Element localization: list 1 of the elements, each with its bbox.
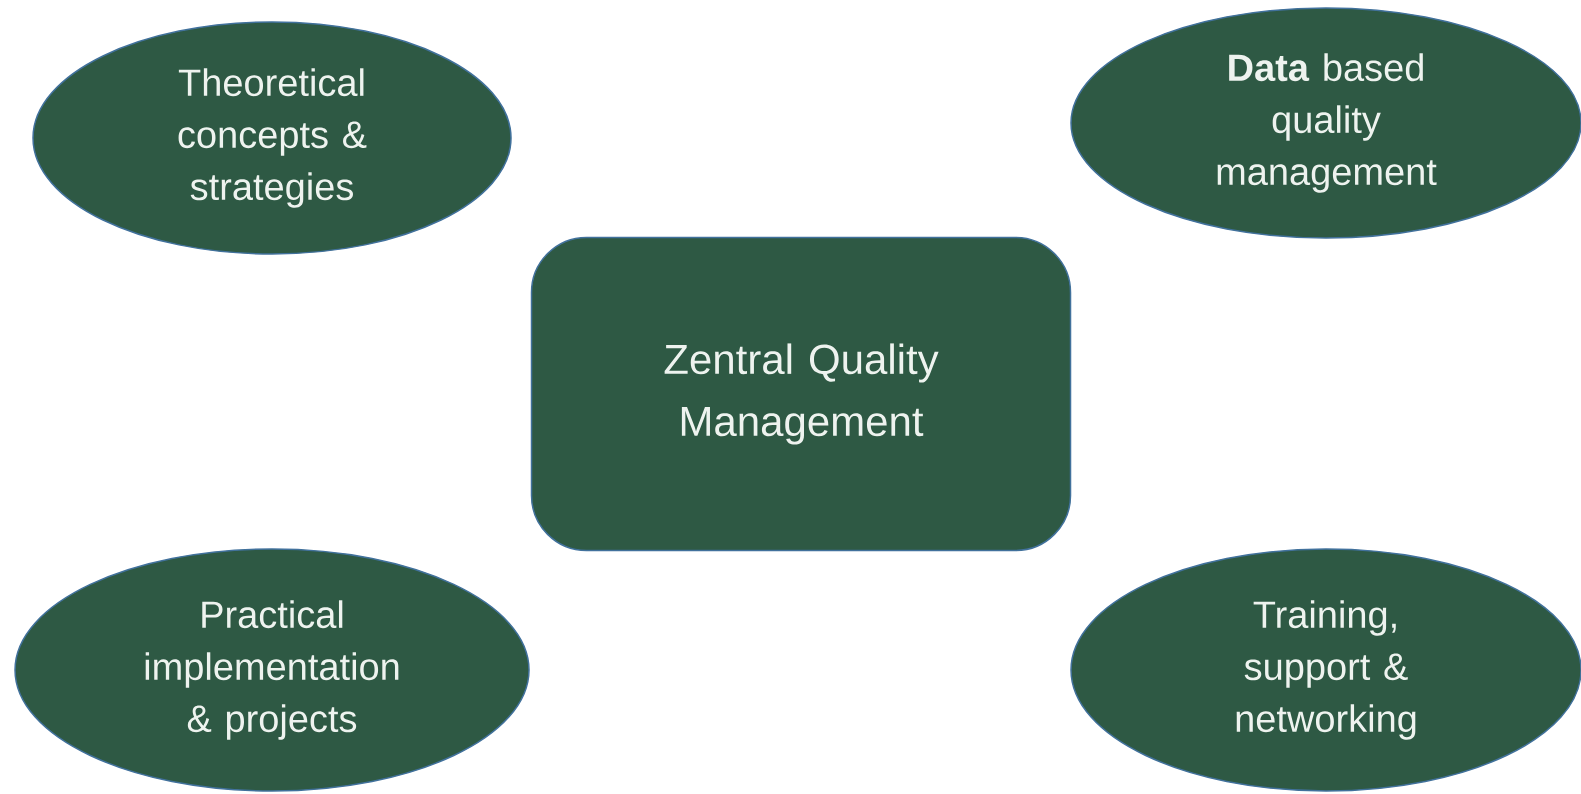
central-box: Zentral Quality Management: [530, 236, 1072, 552]
